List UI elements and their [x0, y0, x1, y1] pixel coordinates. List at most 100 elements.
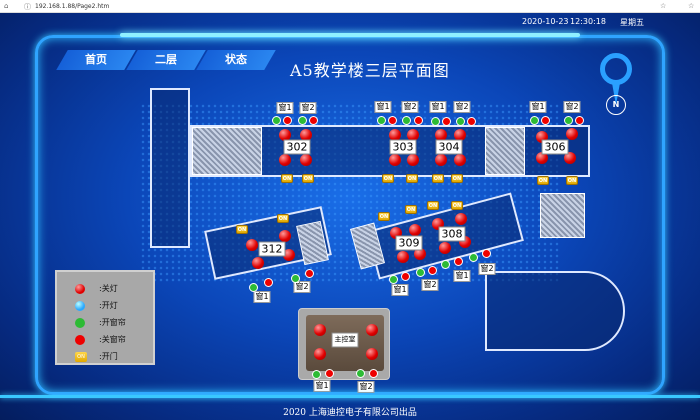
- door-on-button[interactable]: ON: [281, 173, 293, 183]
- light-off-icon[interactable]: [409, 224, 421, 236]
- window-label: 窗1: [374, 101, 392, 113]
- frame-glow: [120, 33, 580, 37]
- curtain-closed-button[interactable]: [387, 115, 397, 125]
- curtain-open-button[interactable]: [376, 115, 386, 125]
- light-off-icon[interactable]: [314, 324, 326, 336]
- light-off-icon[interactable]: [366, 324, 378, 336]
- light-off-icon[interactable]: [279, 129, 291, 141]
- curtain-open-button[interactable]: [563, 115, 573, 125]
- light-off-icon[interactable]: [283, 249, 295, 261]
- curtain-open-button[interactable]: [529, 115, 539, 125]
- curtain-open-button[interactable]: [297, 115, 307, 125]
- curtain-closed-button[interactable]: [263, 277, 273, 287]
- curtain-closed-button[interactable]: [540, 115, 550, 125]
- favorites-icon[interactable]: ☆: [688, 2, 695, 10]
- door-on-button[interactable]: ON: [537, 175, 549, 185]
- light-off-icon[interactable]: [407, 129, 419, 141]
- curtain-closed-button[interactable]: [368, 368, 378, 378]
- door-on-button[interactable]: ON: [566, 175, 578, 185]
- light-off-icon[interactable]: [246, 239, 258, 251]
- tab-label: 二层: [155, 53, 177, 66]
- light-off-icon[interactable]: [252, 257, 264, 269]
- light-off-icon[interactable]: [414, 248, 426, 260]
- legend-item: ON:开门: [57, 350, 153, 364]
- compass-icon: N: [606, 95, 626, 115]
- curtain-closed-button[interactable]: [304, 268, 314, 278]
- curtain-closed-button[interactable]: [413, 115, 423, 125]
- light-off-icon[interactable]: [564, 152, 576, 164]
- curtain-open-button[interactable]: [415, 267, 425, 277]
- light-off-icon[interactable]: [314, 348, 326, 360]
- url-field[interactable]: 192.168.1.88/Page2.htm: [35, 3, 110, 10]
- curtain-open-button[interactable]: [248, 282, 258, 292]
- legend-item: :开灯: [57, 299, 153, 313]
- door-on-button[interactable]: ON: [382, 173, 394, 183]
- curtain-open-button[interactable]: [468, 252, 478, 262]
- bookmark-star-icon[interactable]: ☆: [660, 2, 667, 10]
- door-on-button[interactable]: ON: [451, 200, 463, 210]
- curtain-closed-button[interactable]: [466, 116, 476, 126]
- tab-second-floor[interactable]: 二层: [126, 50, 206, 70]
- footer-text: 2020 上海迪控电子有限公司出品: [283, 408, 417, 418]
- light-off-icon[interactable]: [407, 154, 419, 166]
- curtain-open-button[interactable]: [401, 115, 411, 125]
- room-label: 303: [389, 139, 417, 155]
- door-on-button[interactable]: ON: [405, 204, 417, 214]
- light-off-icon[interactable]: [454, 129, 466, 141]
- info-icon[interactable]: ⓘ: [24, 3, 31, 11]
- light-off-icon[interactable]: [454, 154, 466, 166]
- curtain-open-button[interactable]: [388, 274, 398, 284]
- door-on-button[interactable]: ON: [277, 213, 289, 223]
- window-label: 窗2: [453, 101, 471, 113]
- curtain-open-button[interactable]: [271, 115, 281, 125]
- curtain-open-button[interactable]: [355, 368, 365, 378]
- light-off-icon[interactable]: [366, 348, 378, 360]
- window-label: 窗2: [357, 381, 375, 393]
- door-on-button[interactable]: ON: [302, 173, 314, 183]
- light-off-icon[interactable]: [389, 129, 401, 141]
- light-off-icon[interactable]: [397, 251, 409, 263]
- door-on-button[interactable]: ON: [378, 211, 390, 221]
- legend-item: :开窗帘: [57, 316, 153, 330]
- light-off-icon[interactable]: [455, 213, 467, 225]
- building-west-block: [150, 88, 190, 248]
- light-off-icon[interactable]: [435, 129, 447, 141]
- legend-label: :关灯: [99, 284, 118, 293]
- door-on-button[interactable]: ON: [236, 224, 248, 234]
- light-off-icon[interactable]: [439, 242, 451, 254]
- legend-label: :关窗帘: [99, 335, 126, 344]
- legend-item: :关窗帘: [57, 333, 153, 347]
- curtain-closed-button[interactable]: [324, 368, 334, 378]
- window-label: 窗2: [421, 279, 439, 291]
- light-off-icon[interactable]: [435, 154, 447, 166]
- home-icon[interactable]: ⌂: [4, 2, 9, 10]
- curtain-closed-button[interactable]: [308, 115, 318, 125]
- curtain-open-button[interactable]: [430, 116, 440, 126]
- door-on-button[interactable]: ON: [427, 200, 439, 210]
- room-label: 309: [395, 235, 423, 251]
- door-on-button[interactable]: ON: [432, 173, 444, 183]
- curtain-closed-button[interactable]: [574, 115, 584, 125]
- light-off-icon[interactable]: [536, 152, 548, 164]
- light-off-icon[interactable]: [566, 128, 578, 140]
- light-off-icon[interactable]: [300, 154, 312, 166]
- curtain-closed-button[interactable]: [427, 265, 437, 275]
- curtain-closed-button[interactable]: [282, 115, 292, 125]
- curtain-open-button[interactable]: [455, 116, 465, 126]
- door-on-button[interactable]: ON: [406, 173, 418, 183]
- curtain-closed-button[interactable]: [481, 248, 491, 258]
- curtain-open-button[interactable]: [440, 259, 450, 269]
- light-off-icon[interactable]: [300, 129, 312, 141]
- tab-home[interactable]: 首页: [56, 50, 136, 70]
- light-off-icon[interactable]: [279, 230, 291, 242]
- date-text: 2020-10-23: [522, 17, 569, 26]
- curtain-closed-button[interactable]: [441, 116, 451, 126]
- door-on-button[interactable]: ON: [451, 173, 463, 183]
- curtain-open-button[interactable]: [290, 273, 300, 283]
- curtain-open-button[interactable]: [311, 369, 321, 379]
- light-off-icon[interactable]: [279, 154, 291, 166]
- curtain-closed-button[interactable]: [400, 271, 410, 281]
- tab-status[interactable]: 状态: [196, 50, 276, 70]
- light-off-icon[interactable]: [389, 154, 401, 166]
- curtain-closed-button[interactable]: [453, 256, 463, 266]
